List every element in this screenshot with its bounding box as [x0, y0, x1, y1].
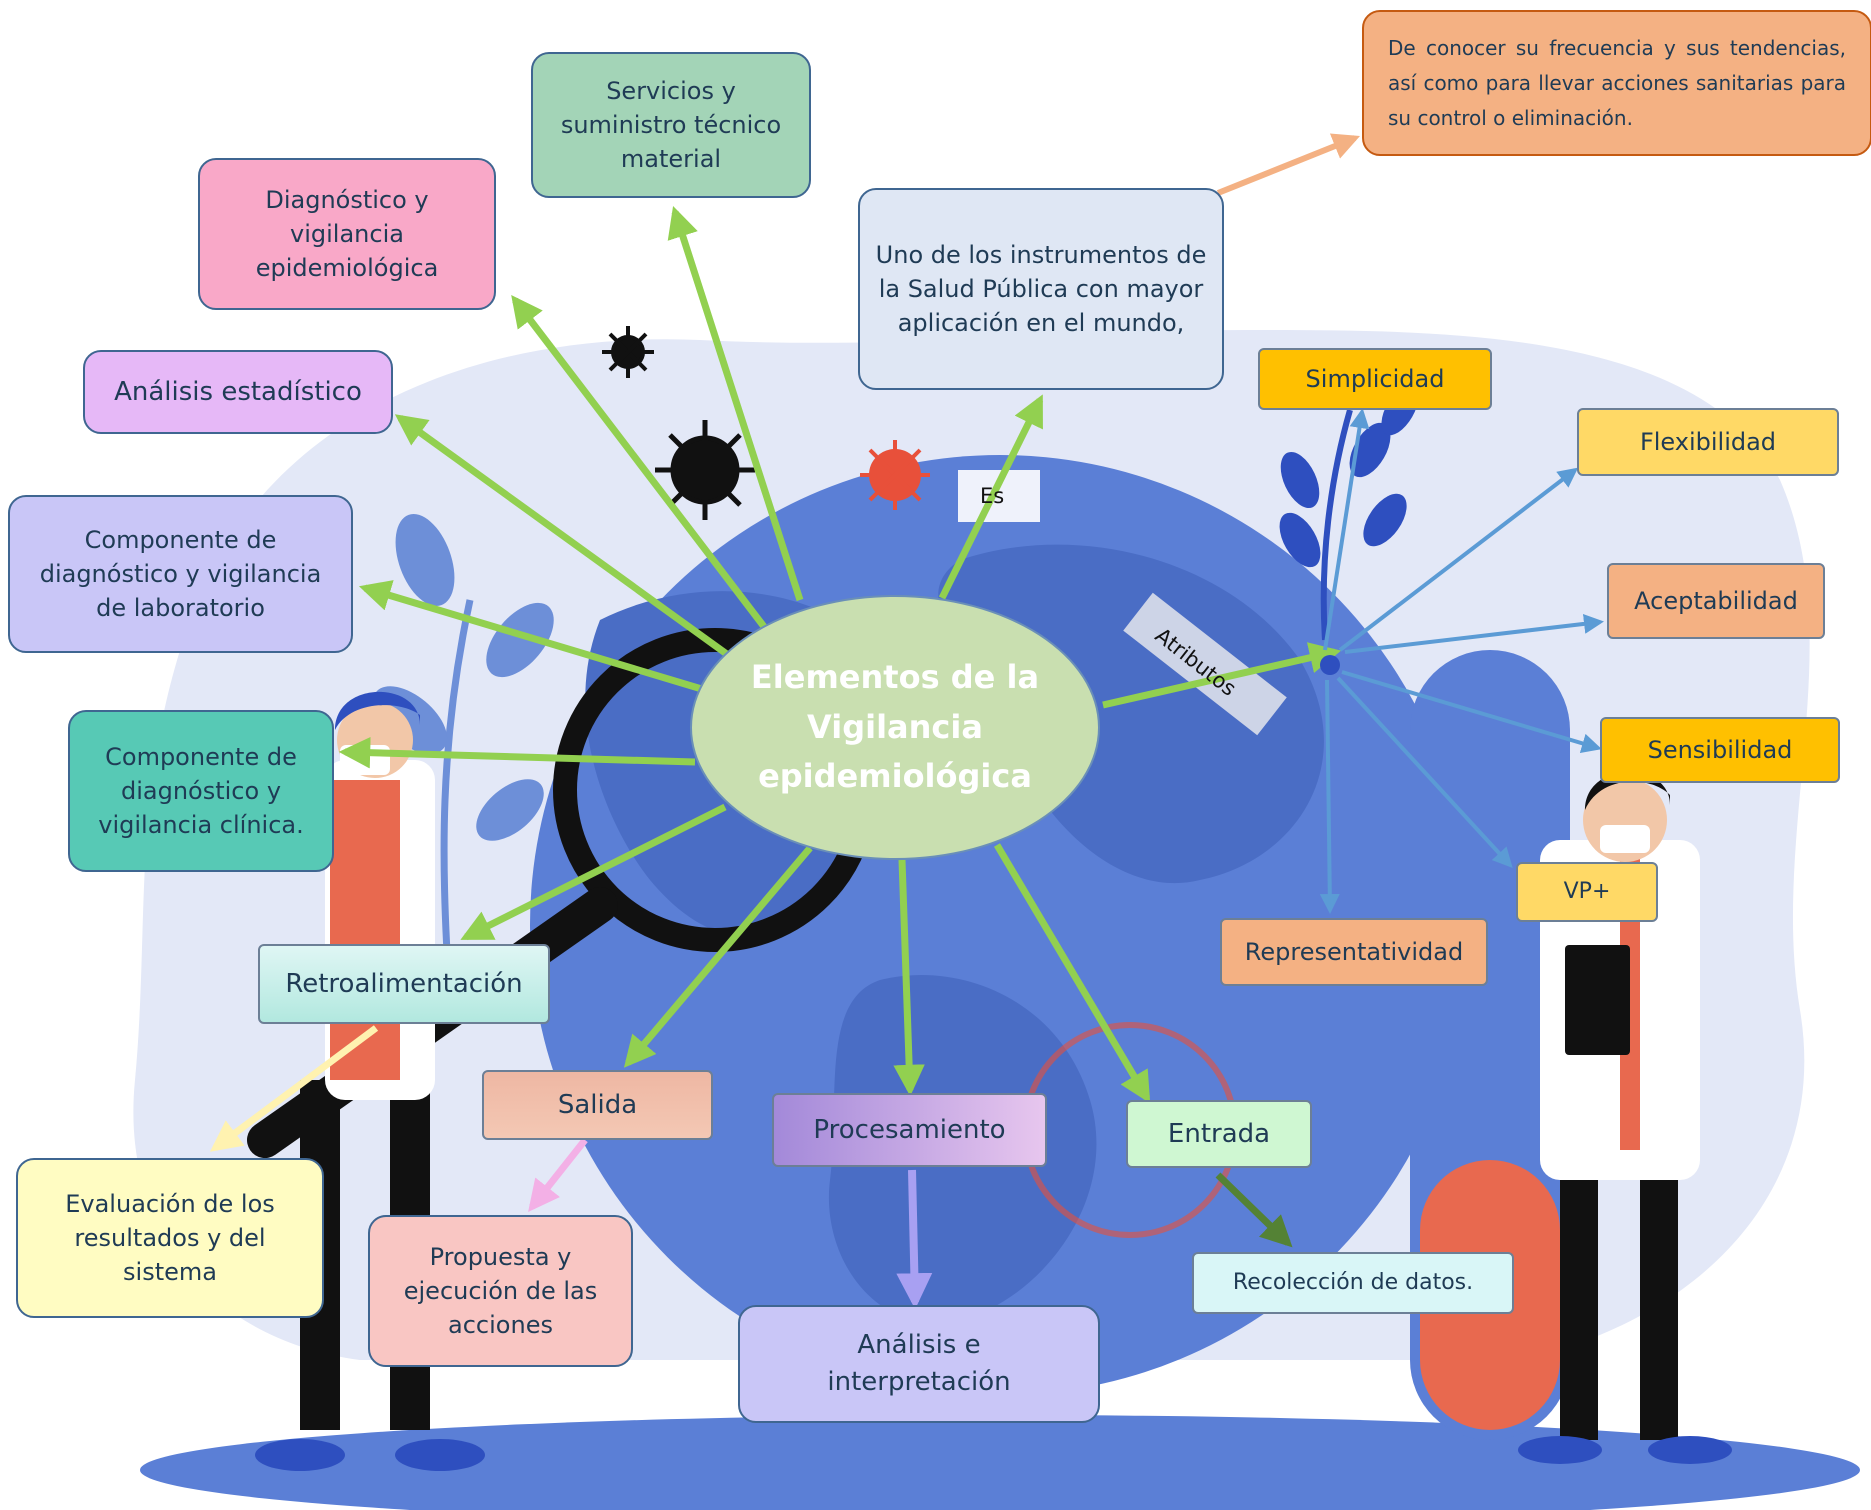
sensibilidad-box: Sensibilidad: [1600, 717, 1840, 783]
atributos-label-bg: [1123, 592, 1287, 736]
arrow-to-diagnostico: [511, 294, 768, 631]
es-label: Es: [980, 484, 1005, 508]
arrow-atributos: [1102, 642, 1342, 709]
laboratorio-box: Componente de diagnóstico y vigilancia d…: [8, 495, 353, 653]
virus-red: [860, 440, 930, 510]
arrow-to-sensibilidad: [1341, 670, 1602, 754]
arrow-to-vp: [1336, 676, 1513, 868]
arrow-to-analisis-estadistico: [394, 414, 738, 663]
virus-black-small: [602, 326, 654, 378]
arrow-to-propuesta: [528, 1137, 588, 1212]
procesamiento-box: Procesamiento: [772, 1093, 1047, 1167]
central-topic: Elementos de la Vigilancia epidemiológic…: [690, 595, 1100, 860]
salida-box: Salida: [482, 1070, 713, 1140]
detail-box: De conocer su frecuencia y sus tendencia…: [1362, 10, 1871, 156]
arrow-to-clinica: [338, 736, 696, 769]
evaluacion-box: Evaluación de los resultados y del siste…: [16, 1158, 324, 1318]
arrow-to-evaluacion: [209, 1025, 379, 1152]
arrow-to-analisis-interpretacion: [896, 1169, 933, 1310]
analisis-estadistico-box: Análisis estadístico: [83, 350, 393, 434]
virus-black-large: [655, 420, 755, 520]
arrow-es: [938, 394, 1044, 600]
propuesta-box: Propuesta y ejecución de las acciones: [368, 1215, 633, 1367]
vp-box: VP+: [1516, 862, 1658, 922]
arrow-to-procesamiento: [893, 859, 925, 1097]
flexibilidad-box: Flexibilidad: [1577, 408, 1839, 476]
attribute-hub: [1320, 655, 1340, 675]
arrow-to-recoleccion: [1215, 1172, 1293, 1248]
arrow-to-salida: [623, 845, 813, 1068]
aceptabilidad-box: Aceptabilidad: [1607, 563, 1825, 639]
servicios-box: Servicios y suministro técnico material: [531, 52, 811, 198]
arrow-to-detail: [1216, 133, 1361, 196]
arrow-to-entrada: [993, 843, 1151, 1104]
entrada-box: Entrada: [1126, 1100, 1312, 1168]
arrow-to-retroalimentacion: [460, 803, 727, 941]
retroalimentacion-box: Retroalimentación: [258, 944, 550, 1024]
analisis-interpretacion-box: Análisis e interpretación: [738, 1305, 1100, 1423]
center-arrows: [338, 206, 1342, 1104]
recoleccion-box: Recolección de datos.: [1192, 1252, 1514, 1314]
arrow-to-servicios: [667, 206, 804, 602]
ground-shadow: [140, 1415, 1860, 1510]
attribute-arrows: [1319, 408, 1604, 914]
definition-box: Uno de los instrumentos de la Salud Públ…: [858, 188, 1224, 390]
representatividad-box: Representatividad: [1220, 918, 1488, 986]
arrow-to-representatividad: [1319, 679, 1340, 914]
arrow-to-laboratorio: [358, 580, 707, 694]
simplicidad-box: Simplicidad: [1258, 348, 1492, 410]
diagnostico-vigilancia-box: Diagnóstico y vigilancia epidemiológica: [198, 158, 496, 310]
arrow-to-aceptabilidad: [1344, 613, 1604, 654]
arrow-to-simplicidad: [1323, 408, 1370, 651]
right-scientist: [1518, 771, 1732, 1464]
clinica-box: Componente de diagnóstico y vigilancia c…: [68, 710, 334, 872]
arrow-to-flexibilidad: [1338, 467, 1579, 652]
